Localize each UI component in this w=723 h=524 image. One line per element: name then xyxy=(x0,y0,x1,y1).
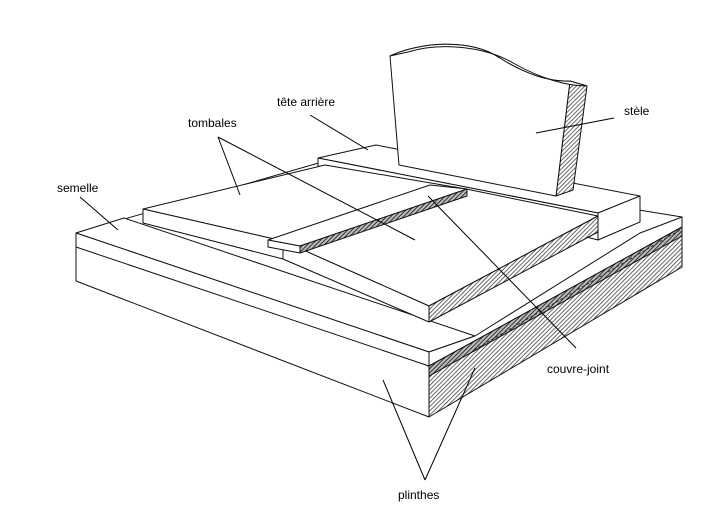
tombales-slabs xyxy=(142,164,599,323)
label-stele: stèle xyxy=(624,104,650,118)
leader-stele xyxy=(535,117,615,134)
plinthes-frame xyxy=(75,216,683,377)
leader-tombales-left xyxy=(217,136,241,196)
stele-headstone xyxy=(389,43,588,197)
label-couvre-joint: couvre-joint xyxy=(547,362,610,376)
label-tombales: tombales xyxy=(188,116,237,130)
label-tete-arriere: tête arrière xyxy=(277,95,336,109)
label-plinthes: plinthes xyxy=(398,488,440,502)
leader-tete-arriere xyxy=(309,114,369,151)
leader-plinthes-left xyxy=(382,379,426,481)
leader-lines xyxy=(79,114,615,481)
leader-tombales-right xyxy=(217,136,416,241)
label-semelle: semelle xyxy=(57,181,99,195)
leader-couvre-joint xyxy=(427,195,577,349)
leader-semelle xyxy=(79,196,119,231)
leader-plinthes-right xyxy=(424,367,476,481)
